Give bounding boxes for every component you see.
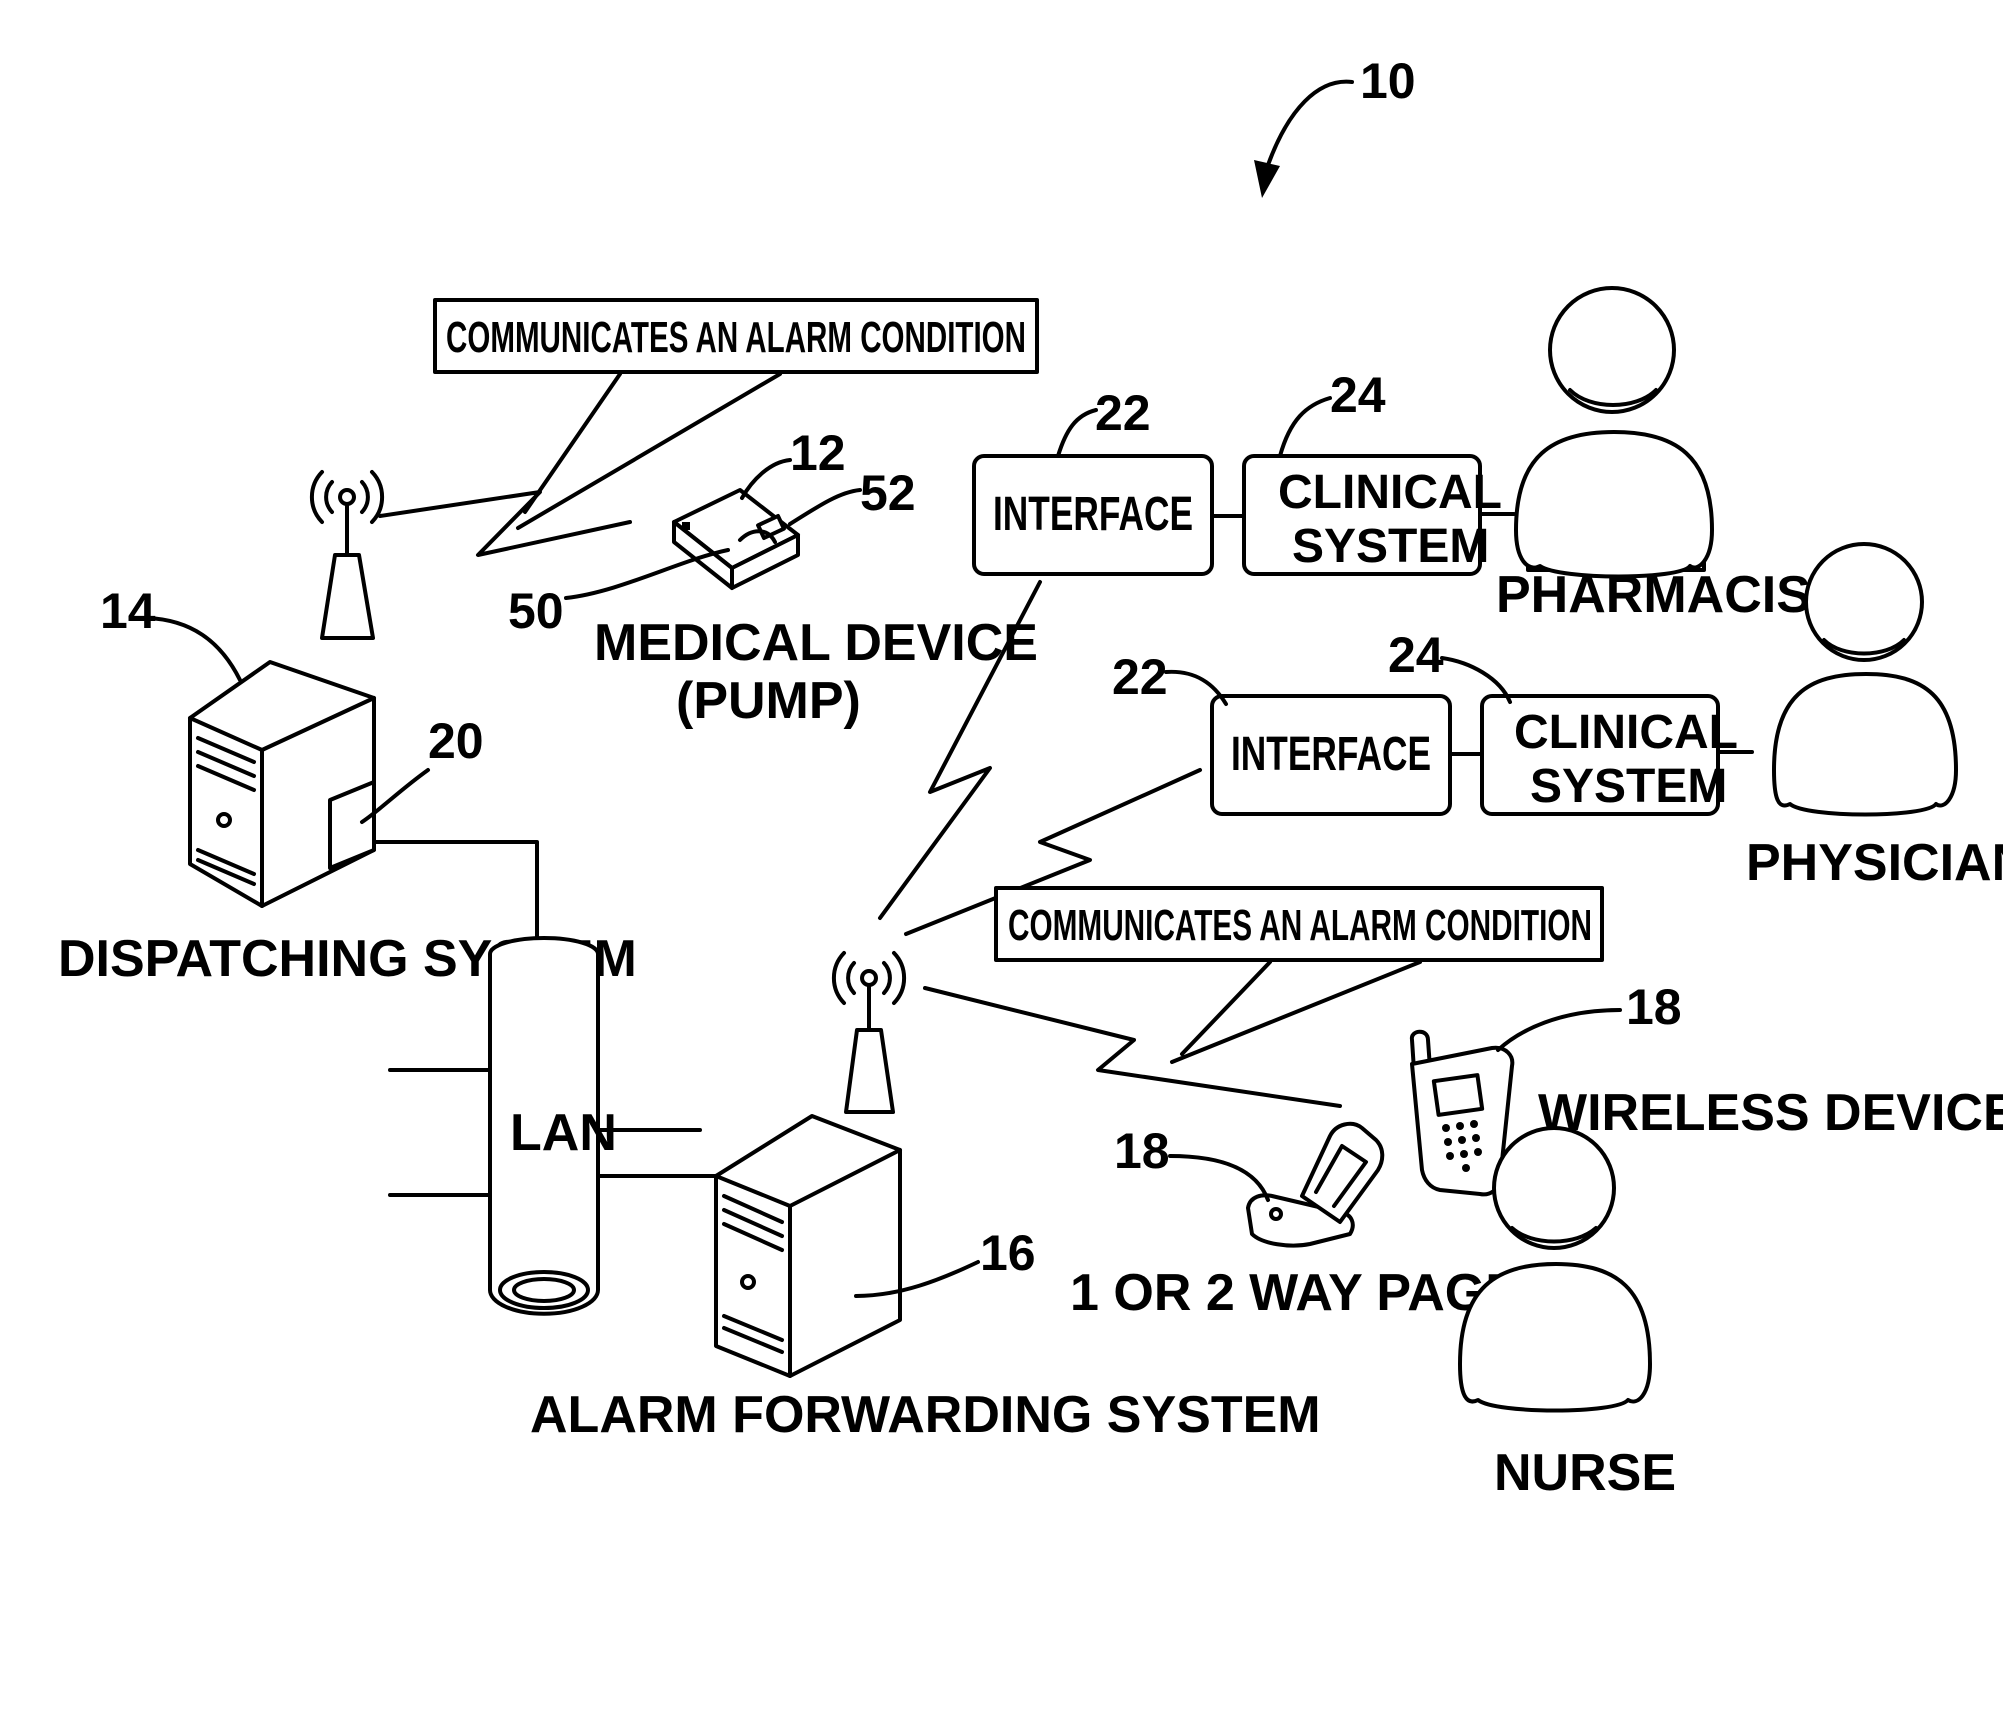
pharmacist-person-icon — [1516, 288, 1712, 577]
pharmacist-chain: INTERFACE 22 CLINICAL SYSTEM 24 PHARMACI… — [974, 288, 1843, 624]
pump-label-line2: (PUMP) — [676, 672, 861, 730]
bottom-callout-text: COMMUNICATES AN ALARM CONDITION — [1008, 901, 1592, 950]
wireless-link-pump — [380, 492, 630, 555]
pump-ref: 12 — [790, 425, 846, 481]
pump-ref-a: 50 — [508, 583, 564, 639]
wireless-label: WIRELESS DEVICE — [1538, 1084, 2003, 1142]
figure-ref-arrow — [1268, 82, 1352, 165]
dispatching-ref: 14 — [100, 583, 156, 639]
figure-ref: 10 — [1254, 53, 1416, 198]
medical-device-pump: 12 52 50 MEDICAL DEVICE (PUMP) — [508, 425, 1038, 730]
nurse-label: NURSE — [1494, 1444, 1676, 1502]
pager-ref: 18 — [1114, 1123, 1170, 1179]
forwarding-ref: 16 — [980, 1225, 1036, 1281]
dispatch-lan-link — [374, 842, 537, 942]
lan-label: LAN — [510, 1104, 617, 1162]
pump-ref-b: 52 — [860, 465, 916, 521]
physician-clinical-line1: CLINICAL — [1514, 706, 1738, 759]
physician-interface-label: INTERFACE — [1231, 728, 1431, 781]
top-callout-text: COMMUNICATES AN ALARM CONDITION — [446, 313, 1026, 362]
wireless-link-devices — [925, 988, 1340, 1106]
forwarding-antenna — [834, 953, 904, 1112]
antenna-icon — [340, 490, 354, 504]
figure-ref-number: 10 — [1360, 53, 1416, 109]
physician-clinical-ref: 24 — [1388, 627, 1444, 683]
pharmacist-clinical-line2: SYSTEM — [1292, 520, 1489, 573]
pharmacist-label: PHARMACIST — [1496, 566, 1843, 624]
pharmacist-interface-label: INTERFACE — [993, 488, 1193, 541]
nurse: NURSE — [1460, 1128, 1676, 1502]
physician-interface-ref: 22 — [1112, 649, 1168, 705]
pharmacist-interface-ref: 22 — [1095, 385, 1151, 441]
forwarding-label: ALARM FORWARDING SYSTEM — [530, 1386, 1321, 1444]
pump-label-line1: MEDICAL DEVICE — [594, 614, 1038, 672]
lan-bus: LAN — [390, 938, 716, 1314]
bottom-callout: COMMUNICATES AN ALARM CONDITION — [996, 888, 1602, 1062]
antenna-icon — [862, 971, 876, 985]
arrowhead-icon — [1254, 160, 1280, 198]
dispatching-module-ref: 20 — [428, 713, 484, 769]
pharmacist-clinical-line1: CLINICAL — [1278, 466, 1502, 519]
dispatching-antenna — [312, 472, 382, 638]
physician-label: PHYSICIAN — [1746, 834, 2003, 892]
wireless-ref: 18 — [1626, 979, 1682, 1035]
pager-icon — [1248, 1124, 1382, 1246]
pharmacist-clinical-ref: 24 — [1330, 367, 1386, 423]
physician-clinical-line2: SYSTEM — [1530, 760, 1727, 813]
lan-stubs-left — [390, 1070, 490, 1195]
dispatching-system: 14 20 DISPATCHING SYSTEM — [58, 583, 637, 988]
bottom-callout-pointer — [1172, 962, 1420, 1062]
